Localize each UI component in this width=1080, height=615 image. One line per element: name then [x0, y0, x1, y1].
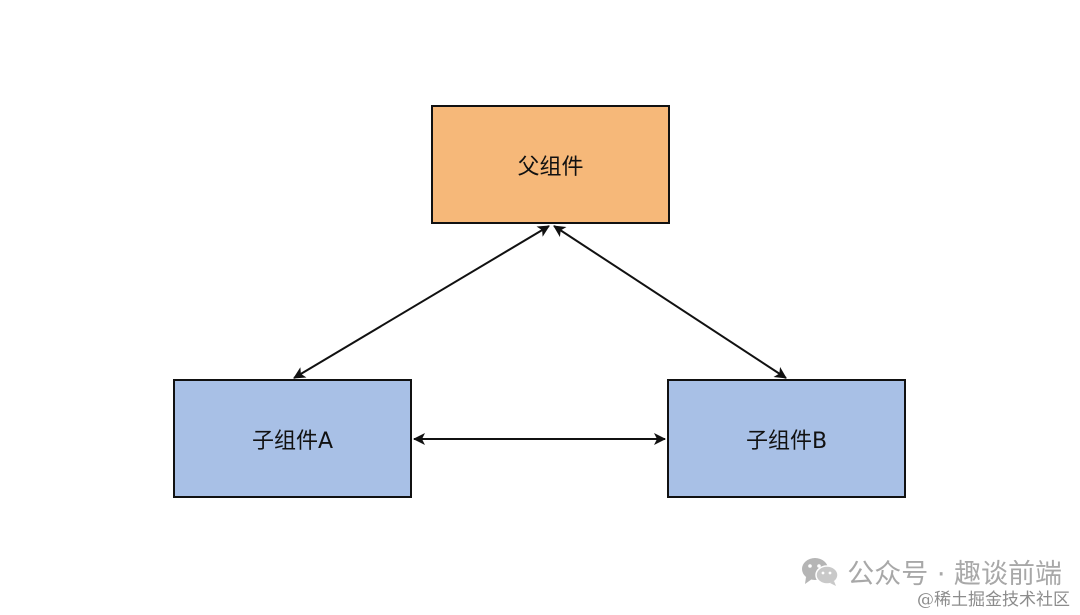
parent-component-label: 父组件: [517, 154, 584, 180]
account-watermark: 公众号 · 趣谈前端: [801, 552, 1062, 591]
wechat-icon: [801, 557, 839, 587]
account-watermark-text: 公众号 · 趣谈前端: [847, 559, 1062, 590]
parent-component-node: 父组件: [431, 105, 670, 224]
edge-parent-child-b: [553, 225, 787, 379]
child-component-b-label: 子组件B: [745, 428, 828, 454]
forum-watermark: @稀土掘金技术社区: [917, 590, 1070, 610]
edge-parent-child-a: [293, 225, 550, 379]
child-component-b-node: 子组件B: [667, 379, 906, 498]
child-component-a-label: 子组件A: [251, 428, 334, 454]
child-component-a-node: 子组件A: [173, 379, 412, 498]
